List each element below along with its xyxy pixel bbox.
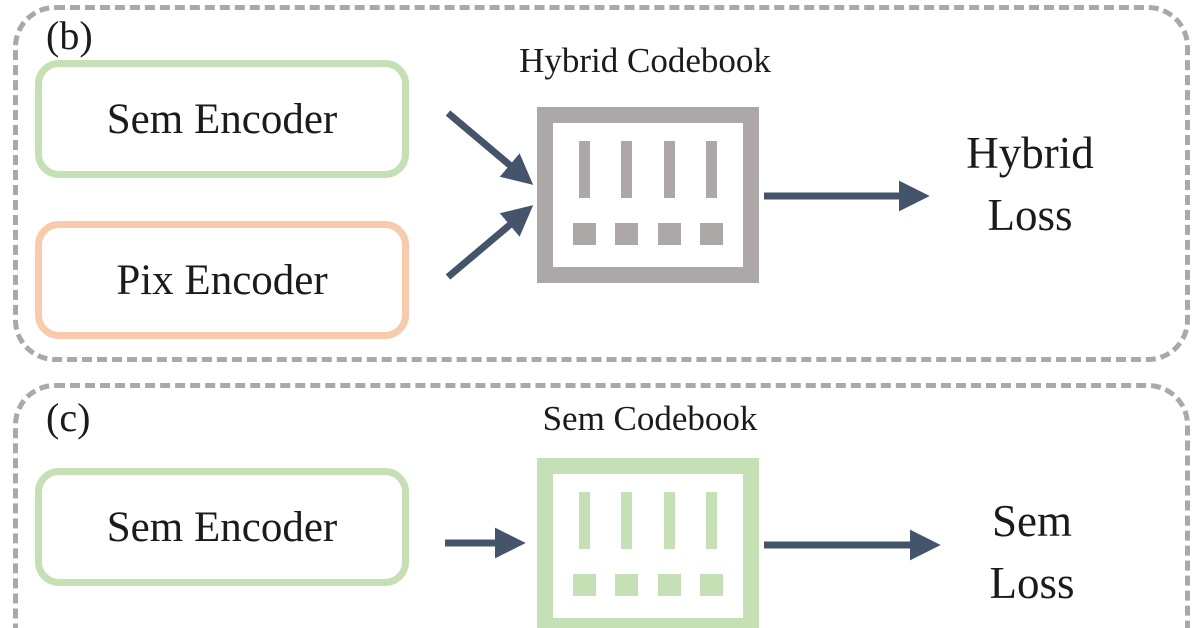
hybrid-codebook-icon	[537, 107, 759, 283]
hybrid-loss-label: Hybrid Loss	[860, 122, 1200, 246]
codebook-bar-icon	[706, 141, 718, 198]
sem-loss-line2: Loss	[989, 558, 1075, 608]
codebook-column	[615, 123, 639, 267]
codebook-square-icon	[615, 223, 639, 245]
codebook-square-icon	[657, 223, 681, 245]
sem-loss-label: Sem Loss	[862, 490, 1200, 614]
codebook-column	[700, 123, 724, 267]
panel-b-label: (b)	[46, 13, 93, 58]
panel-c-frame	[13, 383, 1190, 628]
panel-c-label: (c)	[46, 395, 91, 440]
codebook-square-icon	[572, 223, 596, 245]
codebook-bar-icon	[578, 141, 590, 198]
codebook-column	[572, 474, 596, 618]
sem-encoder-label-c: Sem Encoder	[106, 503, 338, 551]
codebook-column	[657, 123, 681, 267]
sem-encoder-box-b: Sem Encoder	[35, 60, 409, 178]
hybrid-loss-line1: Hybrid	[966, 128, 1094, 178]
codebook-square-icon	[657, 574, 681, 596]
sem-codebook-title: Sem Codebook	[542, 399, 758, 438]
codebook-square-icon	[572, 574, 596, 596]
sem-encoder-box-c: Sem Encoder	[35, 468, 409, 586]
codebook-bar-icon	[621, 492, 633, 549]
sem-encoder-label-b: Sem Encoder	[106, 95, 338, 143]
codebook-column	[615, 474, 639, 618]
codebook-square-icon	[700, 223, 724, 245]
codebook-column	[657, 474, 681, 618]
codebook-square-icon	[700, 574, 724, 596]
panel-b-frame	[13, 5, 1190, 362]
codebook-bar-icon	[663, 492, 675, 549]
sem-codebook-icon	[537, 458, 759, 628]
codebook-bar-icon	[621, 141, 633, 198]
codebook-column	[700, 474, 724, 618]
codebook-column	[572, 123, 596, 267]
codebook-glyphs	[553, 123, 743, 267]
codebook-bar-icon	[578, 492, 590, 549]
pix-encoder-label-b: Pix Encoder	[116, 256, 328, 304]
codebook-square-icon	[615, 574, 639, 596]
pix-encoder-box-b: Pix Encoder	[35, 221, 409, 339]
codebook-bar-icon	[706, 492, 718, 549]
sem-loss-line1: Sem	[991, 496, 1072, 546]
codebook-glyphs	[553, 474, 743, 618]
hybrid-loss-line2: Loss	[987, 190, 1073, 240]
hybrid-codebook-title: Hybrid Codebook	[519, 41, 771, 80]
codebook-bar-icon	[663, 141, 675, 198]
